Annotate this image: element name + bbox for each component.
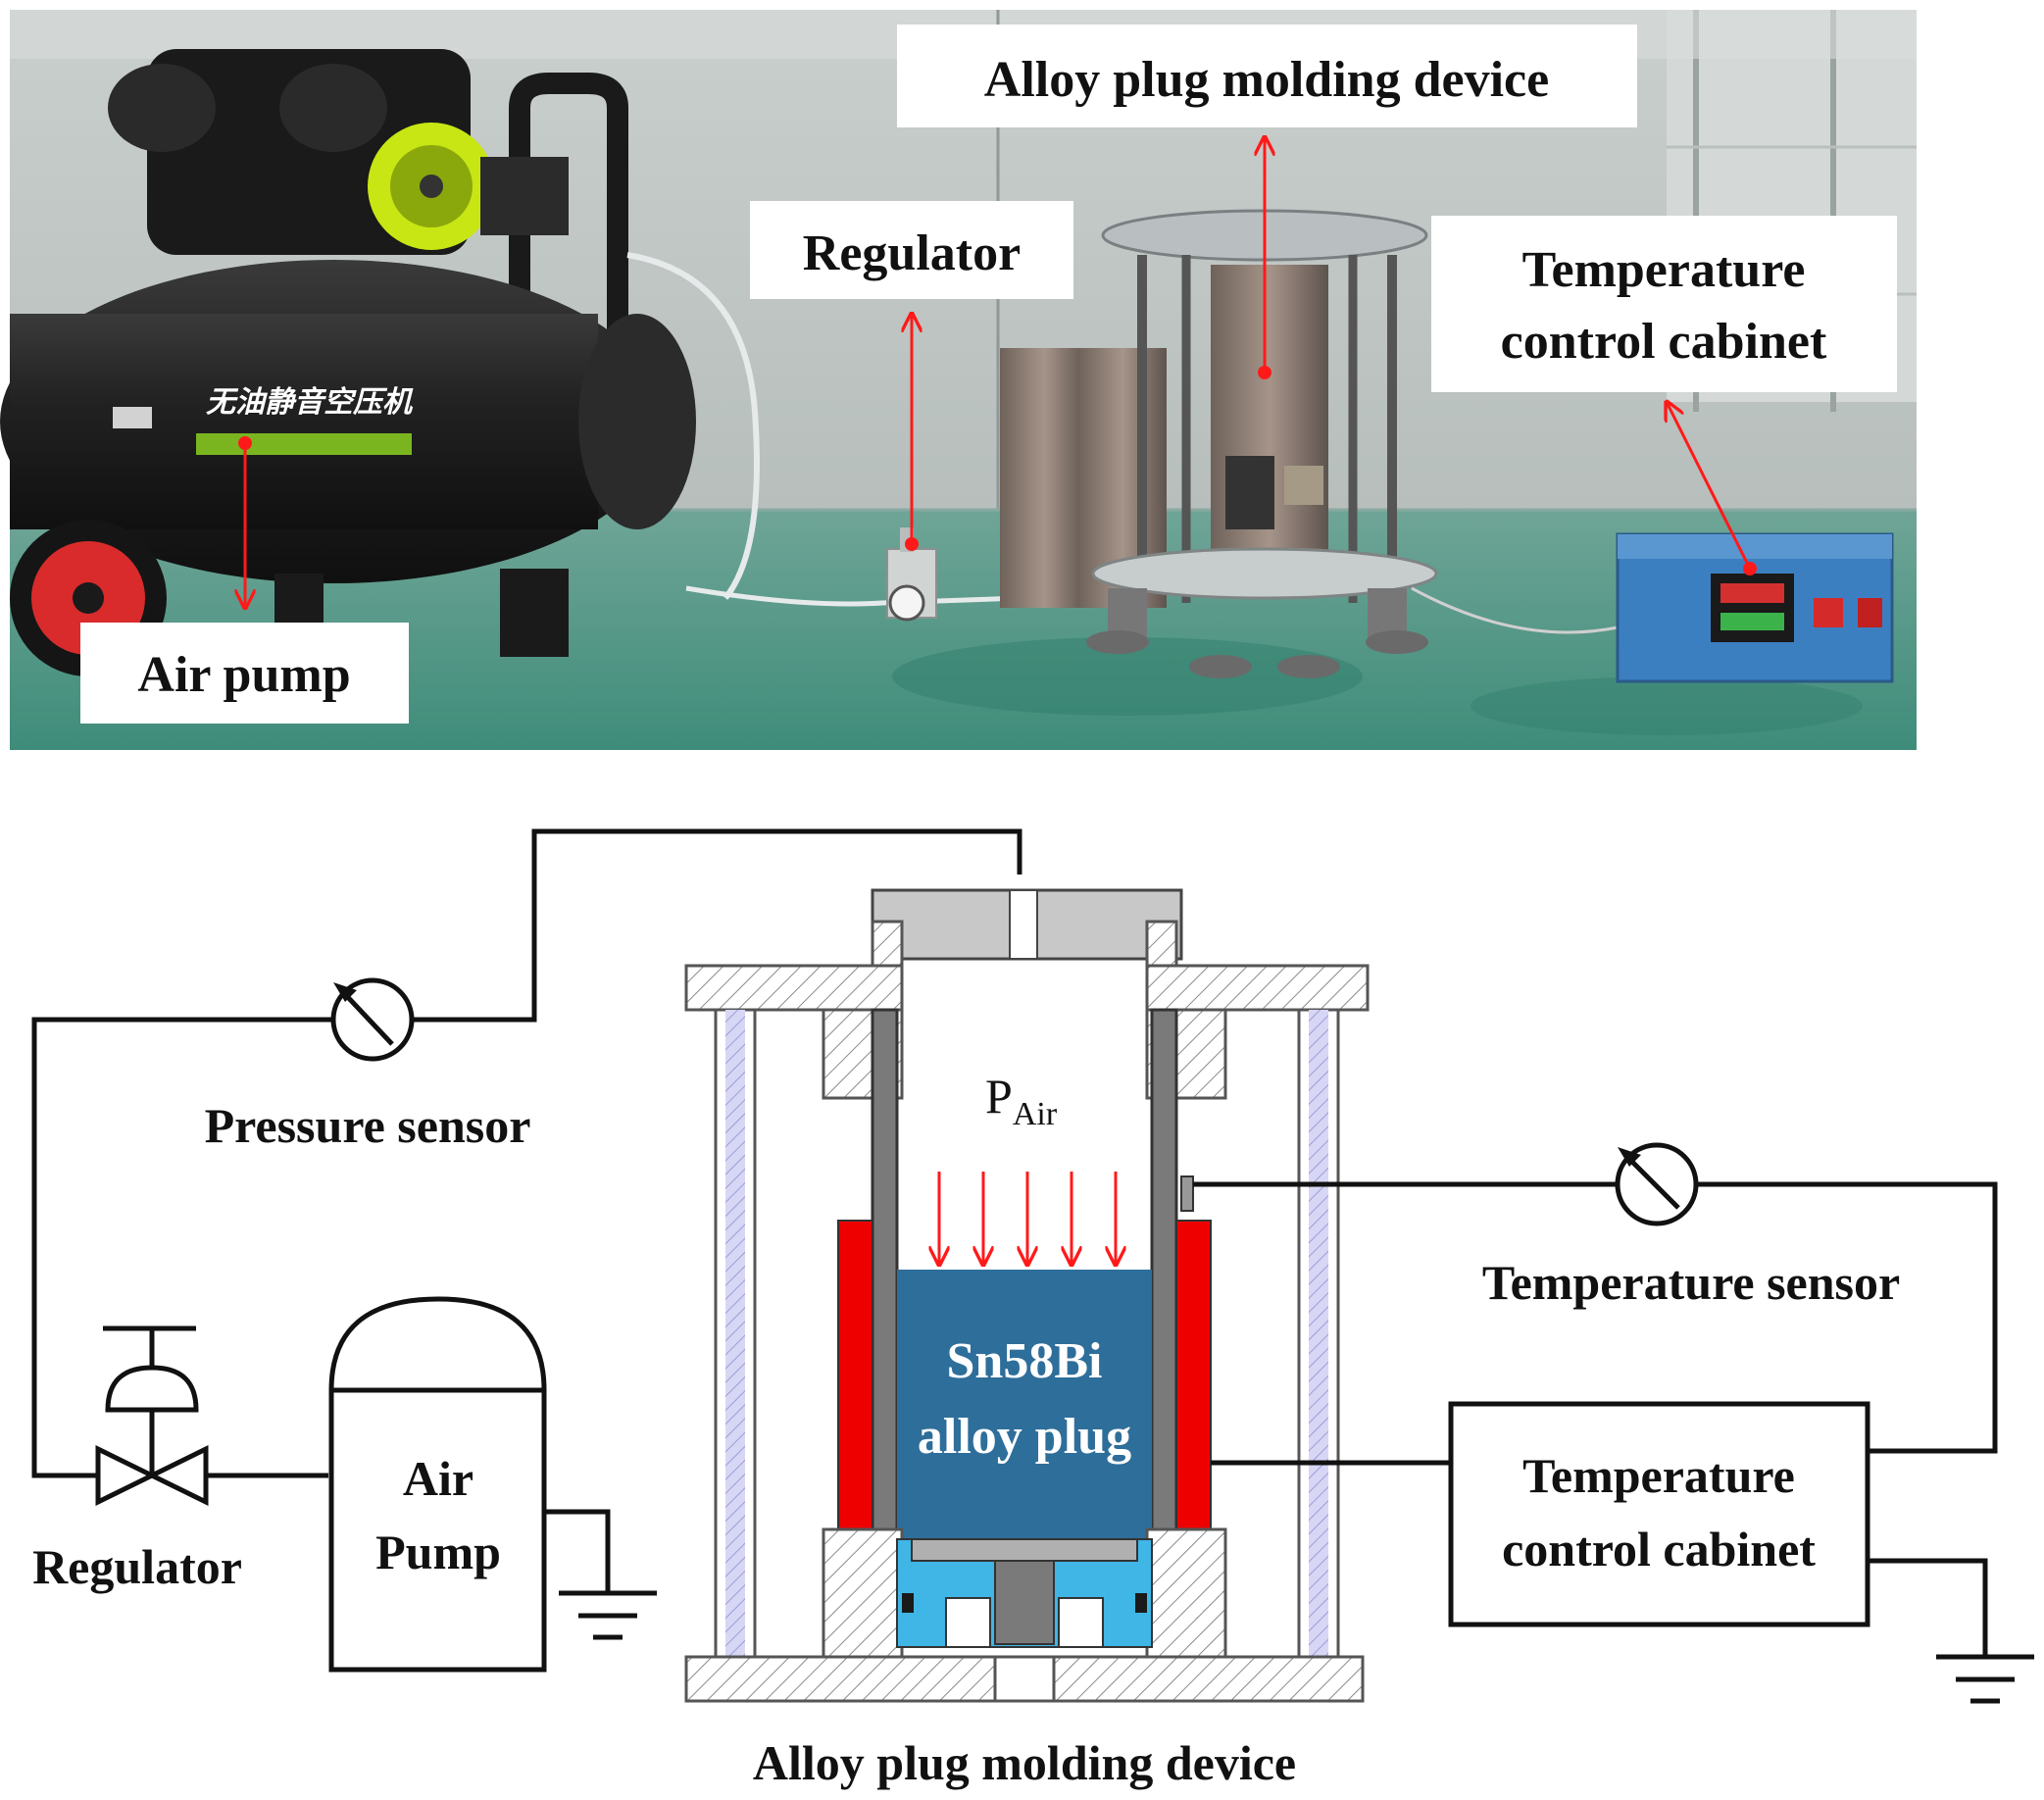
label-pressure-sensor: Pressure sensor [205, 1098, 531, 1153]
label-p-air-main: P [985, 1069, 1013, 1124]
photo-label-temp-cabinet-line2: control cabinet [1501, 314, 1827, 370]
label-air-pump-line1: Air [403, 1451, 474, 1506]
temperature-sensor [1615, 1142, 1699, 1226]
molding-device-section [684, 888, 1370, 1703]
photo-label-box-temp-cabinet [1431, 216, 1897, 392]
photo-label-box-alloy-device [897, 25, 1637, 127]
setup-photo: 无油静音空压机 [0, 10, 1917, 750]
label-cabinet-line1: Temperature [1522, 1448, 1795, 1503]
regulator-photo [886, 527, 937, 622]
air-compressor-photo: 无油静音空压机 [0, 49, 696, 676]
pneumatic-line [31, 828, 1022, 1478]
photo-label-box-regulator [750, 201, 1073, 299]
photo-label-alloy-device: Alloy plug molding device [984, 52, 1549, 108]
photo-label-regulator: Regulator [803, 225, 1021, 281]
air-pump-symbol [328, 1296, 657, 1673]
temperature-cabinet-photo [1616, 532, 1894, 683]
label-cabinet-line2: control cabinet [1502, 1522, 1816, 1576]
label-regulator: Regulator [32, 1539, 242, 1594]
label-p-air-sub: Air [1013, 1096, 1058, 1132]
molding-device-photo [1086, 209, 1438, 678]
label-air-pump-line2: Pump [375, 1525, 501, 1579]
photo-label-box-air-pump [80, 623, 409, 724]
setup-schematic: Pressure sensor Regulator Air Pump [31, 828, 2034, 1790]
label-alloy-plug-line1: Sn58Bi [947, 1333, 1103, 1389]
regulator-valve [95, 1325, 209, 1507]
pressure-arrows [939, 1172, 1116, 1265]
temperature-cabinet-box [1448, 1401, 1870, 1627]
label-alloy-plug-line2: alloy plug [918, 1409, 1131, 1465]
photo-label-air-pump: Air pump [137, 647, 350, 703]
label-p-air: PAir [985, 1069, 1058, 1132]
pump-decal-text: 无油静音空压机 [206, 385, 414, 420]
temperature-line [1193, 1181, 2034, 1704]
photo-label-temp-cabinet-line1: Temperature [1522, 242, 1806, 298]
photo-annotation-arrows [238, 137, 1757, 608]
pressure-sensor [330, 977, 415, 1062]
label-temperature-sensor: Temperature sensor [1482, 1255, 1900, 1310]
label-device-caption: Alloy plug molding device [753, 1735, 1296, 1790]
